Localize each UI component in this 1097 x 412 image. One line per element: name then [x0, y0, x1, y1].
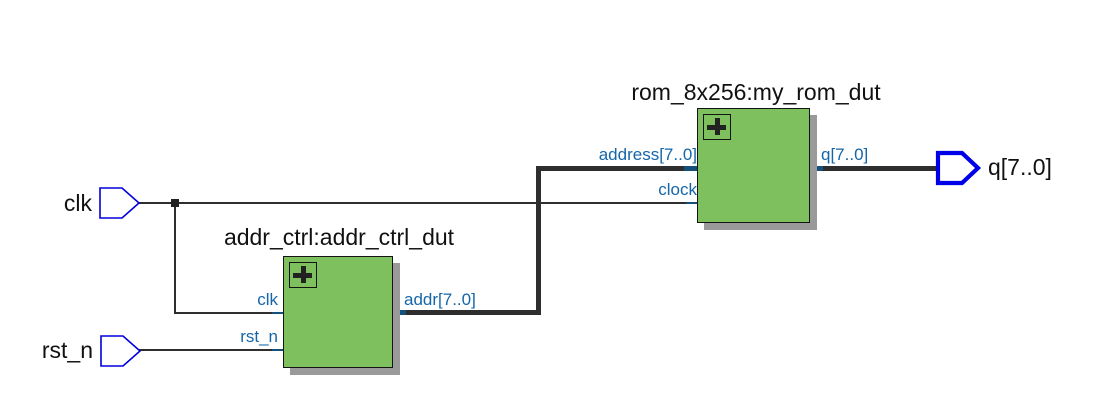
wire-rstn-pin-to-addrctrl[interactable] — [139, 349, 272, 351]
pin-label-q: q[7..0] — [988, 154, 1052, 180]
bus-addr-vertical[interactable] — [536, 166, 541, 315]
port-label-rom-address: address[7..0] — [598, 145, 697, 164]
input-pin-icon — [99, 187, 141, 219]
pin-label-clk: clk — [63, 190, 92, 216]
port-label-addrctrl-addr-out: addr[7..0] — [404, 290, 476, 309]
wire-clk-pin-to-junction[interactable] — [138, 202, 175, 204]
block-addr-ctrl[interactable] — [283, 256, 393, 368]
pin-label-rstn: rst_n — [41, 337, 93, 363]
input-pin-icon — [100, 335, 142, 367]
port-label-addrctrl-clk: clk — [257, 290, 278, 309]
bus-q-to-pin[interactable] — [823, 166, 937, 171]
input-pin-rstn[interactable] — [100, 335, 142, 368]
bus-addr-horizontal-lower[interactable] — [406, 310, 541, 315]
port-label-addrctrl-rstn: rst_n — [240, 327, 278, 346]
output-pin-icon — [935, 150, 982, 186]
port-label-rom-q-out: q[7..0] — [821, 145, 869, 164]
block-title-rom: rom_8x256:my_rom_dut — [631, 79, 881, 105]
input-pin-clk[interactable] — [99, 187, 141, 220]
wire-clk-junction-to-rom[interactable] — [175, 202, 686, 204]
output-pin-q[interactable] — [935, 150, 982, 187]
plus-icon[interactable] — [289, 262, 317, 288]
wire-clk-vertical[interactable] — [174, 203, 176, 313]
block-title-addr-ctrl: addr_ctrl:addr_ctrl_dut — [223, 224, 455, 250]
port-label-rom-clock: clock — [658, 180, 697, 199]
wire-clk-to-addrctrl[interactable] — [174, 312, 272, 314]
block-rom[interactable] — [697, 108, 810, 223]
wire-junction-dot — [171, 199, 179, 207]
plus-icon[interactable] — [703, 114, 731, 140]
bus-addr-horizontal-upper[interactable] — [536, 166, 686, 171]
